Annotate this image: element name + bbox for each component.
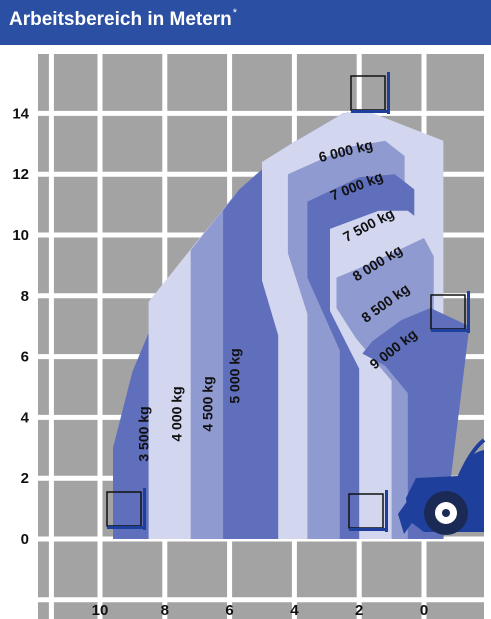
capacity-zones bbox=[113, 110, 470, 540]
y-tick-label: 2 bbox=[21, 470, 29, 487]
fork-right-carriage bbox=[467, 291, 470, 333]
y-tick-label: 8 bbox=[21, 288, 29, 305]
y-tick-label: 6 bbox=[21, 349, 29, 366]
machine-wheel-axle bbox=[442, 509, 450, 517]
chart-header: Arbeitsbereich in Metern* bbox=[0, 0, 491, 45]
fork-low-left-tines bbox=[107, 526, 146, 529]
fork-top-tines bbox=[351, 110, 390, 113]
telehandler-machine bbox=[398, 438, 486, 535]
capacity-label: 4 500 kg bbox=[200, 376, 216, 431]
x-tick-label: 10 bbox=[92, 602, 109, 619]
fork-positions bbox=[106, 72, 470, 532]
y-axis-ticks: 14 12 10 8 6 4 2 0 bbox=[12, 105, 29, 548]
x-tick-label: 8 bbox=[161, 602, 169, 619]
x-tick-label: 4 bbox=[290, 602, 299, 619]
fork-low-right-carriage bbox=[385, 490, 388, 532]
fork-right-tines bbox=[431, 329, 470, 332]
y-tick-label: 0 bbox=[21, 531, 29, 548]
capacity-label: 4 000 kg bbox=[169, 386, 185, 441]
x-tick-label: 6 bbox=[225, 602, 233, 619]
x-tick-label: 2 bbox=[355, 602, 363, 619]
fork-top-carriage bbox=[387, 72, 390, 114]
capacity-label: 5 000 kg bbox=[227, 348, 243, 403]
capacity-label: 3 500 kg bbox=[136, 406, 152, 461]
y-tick-label: 10 bbox=[12, 227, 29, 244]
machine-cab-frame bbox=[458, 438, 486, 477]
x-axis-ticks: 10 8 6 4 2 0 bbox=[92, 602, 429, 619]
fork-low-right-tines bbox=[349, 528, 388, 531]
y-tick-label: 12 bbox=[12, 166, 29, 183]
x-tick-label: 0 bbox=[420, 602, 428, 619]
chart-title: Arbeitsbereich in Metern* bbox=[9, 7, 238, 31]
y-tick-label: 14 bbox=[12, 105, 29, 122]
fork-low-left-carriage bbox=[143, 488, 146, 530]
machine-arm bbox=[398, 500, 414, 534]
footnote-mark: * bbox=[232, 7, 238, 19]
y-tick-label: 4 bbox=[21, 409, 30, 426]
chart-title-text: Arbeitsbereich in Metern bbox=[9, 9, 232, 30]
